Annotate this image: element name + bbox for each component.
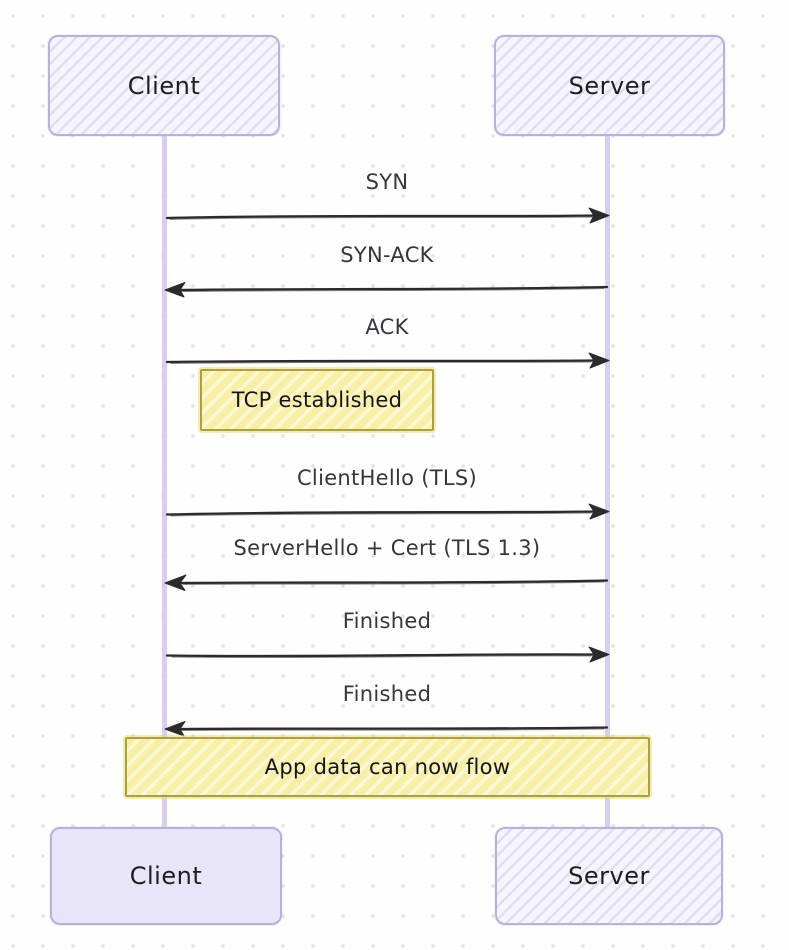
- arrow-left: [164, 574, 609, 591]
- arrow-right: [165, 352, 610, 369]
- note-tcp-established: TCP established: [200, 369, 434, 431]
- actor-box-server-top: Server: [494, 35, 725, 136]
- message-finished-c2s: Finished: [162, 608, 612, 665]
- arrow-right: [165, 207, 610, 224]
- message-label: ACK: [365, 315, 409, 339]
- arrow-right: [165, 503, 610, 520]
- message-syn-ack: SYN-ACK: [162, 242, 612, 299]
- message-label: ServerHello + Cert (TLS 1.3): [233, 536, 541, 560]
- actor-box-server-bottom: Server: [495, 827, 723, 925]
- message-label: Finished: [342, 609, 432, 633]
- actor-label-server-bottom: Server: [568, 862, 650, 890]
- lifeline-server: [605, 135, 610, 829]
- note-text: TCP established: [231, 388, 403, 412]
- message-ack: ACK: [162, 314, 612, 371]
- message-syn: SYN: [162, 169, 612, 226]
- note-app-data-flow: App data can now flow: [125, 737, 650, 797]
- arrow-left: [164, 282, 609, 298]
- message-serverhello-cert: ServerHello + Cert (TLS 1.3): [162, 535, 612, 592]
- message-finished-s2c: Finished: [162, 681, 612, 738]
- message-label: SYN-ACK: [340, 243, 434, 267]
- arrow-left: [164, 721, 609, 737]
- message-label: ClientHello (TLS): [296, 466, 478, 490]
- actor-box-client-bottom: Client: [50, 827, 282, 925]
- lifeline-client: [162, 135, 167, 829]
- actor-box-client-top: Client: [48, 35, 280, 136]
- actor-label-client-bottom: Client: [129, 862, 203, 890]
- actor-label-client-top: Client: [127, 71, 201, 100]
- message-label: Finished: [342, 682, 432, 706]
- note-text: App data can now flow: [264, 755, 511, 779]
- actor-label-server-top: Server: [568, 71, 651, 100]
- message-clienthello: ClientHello (TLS): [162, 465, 612, 522]
- arrow-right: [165, 646, 610, 663]
- message-label: SYN: [365, 170, 409, 194]
